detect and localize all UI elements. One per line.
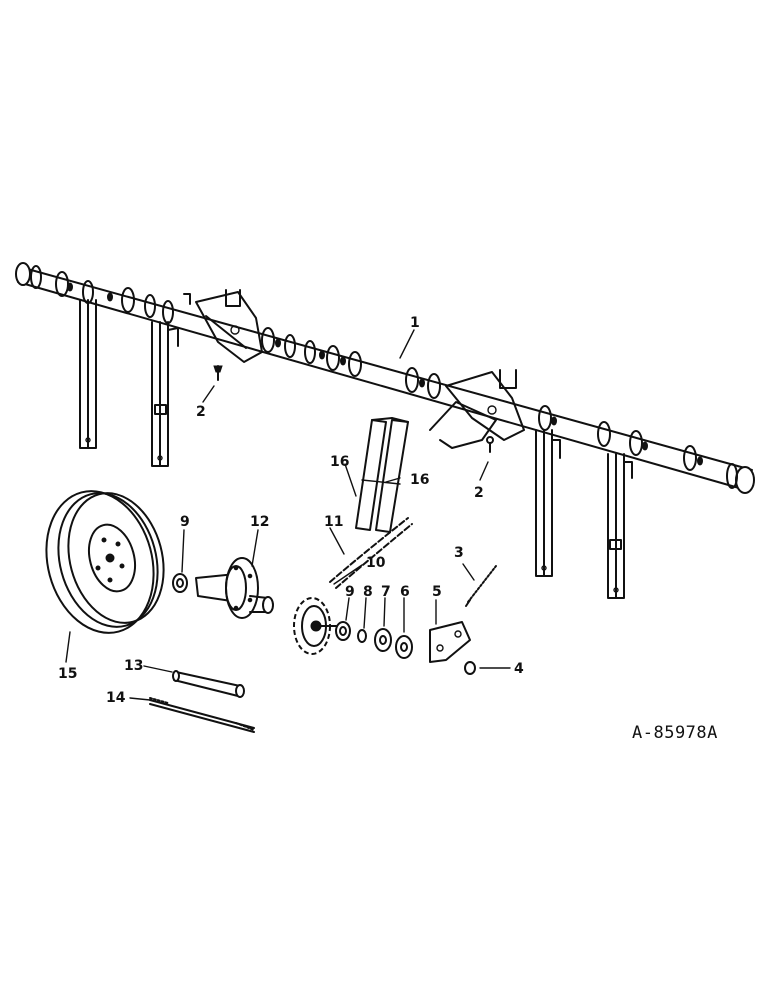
bearing-part-9-lower xyxy=(335,621,351,641)
leader-lines xyxy=(65,329,511,701)
callout-14: 14 xyxy=(106,690,126,706)
callout-labels: 1 2 2 3 4 5 6 7 8 9 9 10 11 12 13 14 15 … xyxy=(58,315,524,706)
nut-part-8 xyxy=(357,629,367,643)
nut-part-4 xyxy=(464,661,476,675)
right-outer-shank xyxy=(607,453,633,599)
callout-7: 7 xyxy=(381,584,391,600)
chain-guide-part-16 xyxy=(355,417,409,533)
threaded-bolt-part-3 xyxy=(465,565,497,607)
callout-1: 1 xyxy=(410,315,420,331)
washer-part-6 xyxy=(395,635,413,659)
tube-bolt-holes xyxy=(67,282,703,466)
callout-16-left: 16 xyxy=(330,454,349,470)
washer-part-7 xyxy=(374,628,392,652)
wheel-hub-part-12 xyxy=(195,557,274,619)
left-outer-shank xyxy=(79,299,97,449)
left-mount-bracket xyxy=(183,289,263,363)
callout-10: 10 xyxy=(366,555,386,571)
callout-2-left: 2 xyxy=(196,404,206,420)
callout-9-top: 9 xyxy=(180,514,190,530)
callout-3: 3 xyxy=(454,545,464,561)
left-inner-shank xyxy=(151,321,179,467)
tube-clamps xyxy=(55,271,697,471)
callout-9-lower: 9 xyxy=(345,584,355,600)
right-mount-bracket xyxy=(429,369,525,449)
bracket-part-5 xyxy=(429,621,471,663)
callout-8: 8 xyxy=(363,584,373,600)
bolt-part-2-right xyxy=(486,436,494,453)
bearing-part-9-upper xyxy=(172,573,188,593)
callout-16-right: 16 xyxy=(410,472,429,488)
callout-5: 5 xyxy=(432,584,442,600)
callout-4: 4 xyxy=(514,661,524,677)
sprocket-part-10 xyxy=(293,597,337,655)
spacer-tube-part-13 xyxy=(172,670,245,698)
drawing-reference-code: A-85978A xyxy=(632,723,718,743)
wheel-rim-part-15 xyxy=(45,490,165,634)
callout-13: 13 xyxy=(124,658,143,674)
right-inner-shank xyxy=(535,429,561,577)
axle-rod-part-14 xyxy=(149,697,255,733)
bolt-part-2-left xyxy=(213,365,223,381)
callout-2-right: 2 xyxy=(474,485,484,501)
callout-12: 12 xyxy=(250,514,269,530)
callout-6: 6 xyxy=(400,584,410,600)
drive-chain-part-11 xyxy=(329,517,413,589)
callout-15: 15 xyxy=(58,666,77,682)
callout-11: 11 xyxy=(324,514,343,530)
toolbar-tube xyxy=(15,262,755,494)
